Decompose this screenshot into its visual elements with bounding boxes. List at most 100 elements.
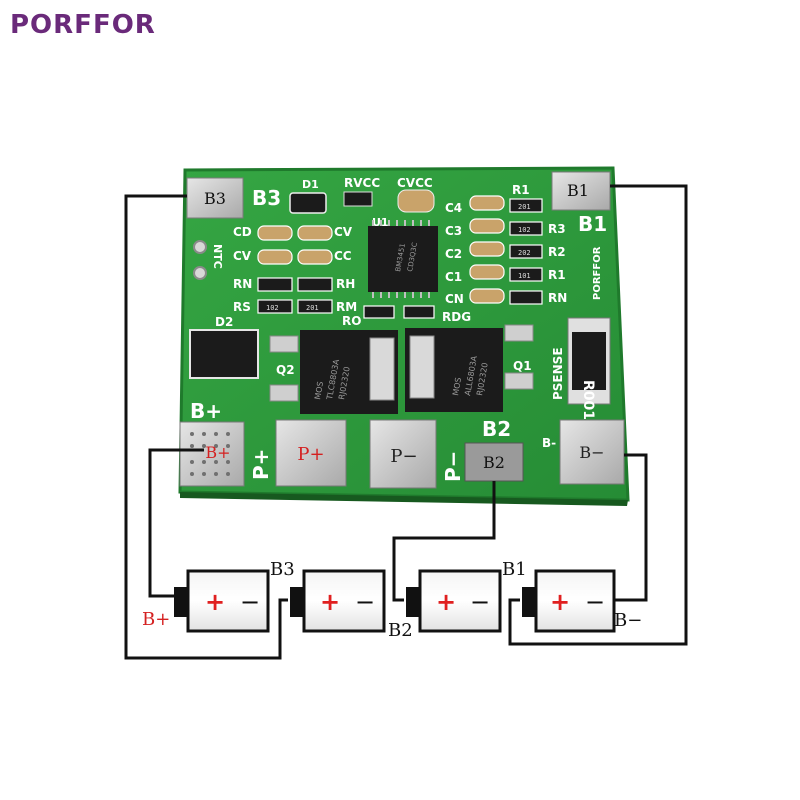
diode-d1 [289,192,327,214]
silk-rs: RS [233,300,251,314]
battery-cell-2: + − [290,569,386,633]
ic-u1: BM3451 CD3Q3C [368,220,438,298]
silk-b3: B3 [252,186,281,210]
silk-brand: PORFFOR [592,246,603,300]
pad-b3 [186,177,244,219]
wire-b1 [508,184,688,646]
resistor-rvcc [343,191,373,207]
silk-cv-left: CV [233,249,252,263]
ntc-hole-1 [193,240,207,254]
silk-rh: RH [336,277,355,291]
capacitor-cvcc [397,189,435,213]
silk-ntc: NTC [211,244,224,269]
cell-4-plus: + [550,588,570,616]
silk-rm: RM [336,300,357,314]
silk-cd: CD [233,225,252,239]
pad-b2-label: B2 [483,453,505,472]
pad-b2: B2 [464,442,524,482]
silk-cn: CN [445,292,464,306]
silk-ro: RO [342,314,361,328]
cell-1-plus: + [205,588,225,616]
smd-code-3: 202 [518,249,531,257]
pad-b3-label: B3 [204,189,226,208]
sense-resistor: R001 [567,317,611,420]
pad-b1 [551,171,611,211]
pad-p-plus-label: P+ [297,444,324,465]
ntc-hole-2 [193,266,207,280]
mosfet-right: MOS ALL6803A RJ02320 [405,328,503,412]
smd-components [257,195,543,319]
silk-c2: C2 [445,247,462,261]
silk-rn-right: RN [548,291,567,305]
silk-r1-mid: R1 [548,268,566,282]
silk-d2: D2 [215,315,233,329]
diode-d2 [189,329,259,379]
silk-b-plus: B+ [190,399,222,423]
cell-2-plus: + [320,588,340,616]
silk-rdg: RDG [442,310,471,324]
silk-psense: PSENSE [551,347,565,400]
cell-4-minus: − [585,588,605,616]
transistor-q2-tab-1 [269,335,299,353]
transistor-q2-tab-2 [269,384,299,402]
pad-b-plus: B+ [179,421,245,487]
label-b-plus: B+ [142,609,170,630]
battery-cell-3: + − [406,569,502,633]
silk-b-minus: B- [542,436,556,450]
pad-b-plus-label: B+ [205,443,230,462]
label-b2: B2 [388,620,413,641]
silk-q1: Q1 [513,359,532,373]
pad-p-minus: P− [369,419,437,489]
silk-b1: B1 [578,212,607,236]
pad-p-minus-label: P− [390,446,417,467]
silk-c4: C4 [445,201,462,215]
mosfet-left: MOS TLC8803A RJ02320 [300,330,398,414]
silk-q2: Q2 [276,363,295,377]
cell-3-plus: + [436,588,456,616]
smd-code-4: 101 [518,272,531,280]
smd-code-6: 201 [306,304,319,312]
mosfet-right-line-1: MOS [451,377,463,397]
silk-cvcc: CVCC [397,176,433,190]
battery-cell-4: + − [522,569,616,633]
wire-b2 [392,481,496,602]
silk-rn-left: RN [233,277,252,291]
smd-code-2: 102 [518,226,531,234]
pad-b-minus-label: B− [579,443,604,462]
wires [124,184,688,660]
transistor-q1-tab-1 [504,324,534,342]
silk-c3: C3 [445,224,462,238]
smd-code-1: 201 [518,203,531,211]
pad-b1-label: B1 [567,181,589,200]
silk-r3: R3 [548,222,566,236]
battery-cell-1: + − [174,569,270,633]
transistor-q1-tab-2 [504,372,534,390]
pcb-board: B3 B1 B3 B1 D1 RVCC CVCC U1 CD CV CV CC … [178,166,630,506]
wire-b-plus [148,448,204,598]
cell-1-minus: − [240,588,260,616]
cell-2-minus: − [355,588,375,616]
silk-cc: CC [334,249,352,263]
label-b1: B1 [502,559,527,580]
silk-p-plus: P+ [249,449,273,480]
silk-r1-top: R1 [512,183,530,197]
silk-p-minus: P− [441,451,465,482]
silk-b2: B2 [482,417,511,441]
cell-3-minus: − [470,588,490,616]
brand-logo: PORFFOR [10,10,156,40]
silk-r2: R2 [548,245,566,259]
silk-cv-right: CV [334,225,353,239]
silk-c1: C1 [445,270,462,284]
wire-b3 [124,194,288,660]
silk-rvcc: RVCC [344,176,380,190]
silk-d1: D1 [302,178,319,191]
pad-b-minus: B− [559,419,625,485]
mosfet-left-line-1: MOS [313,381,325,401]
label-b-minus: B− [614,610,642,631]
wire-b-minus [614,453,648,602]
sense-resistor-value: R001 [580,380,596,420]
smd-code-5: 102 [266,304,279,312]
label-b3: B3 [270,559,295,580]
pcb-side-edge [180,492,628,506]
